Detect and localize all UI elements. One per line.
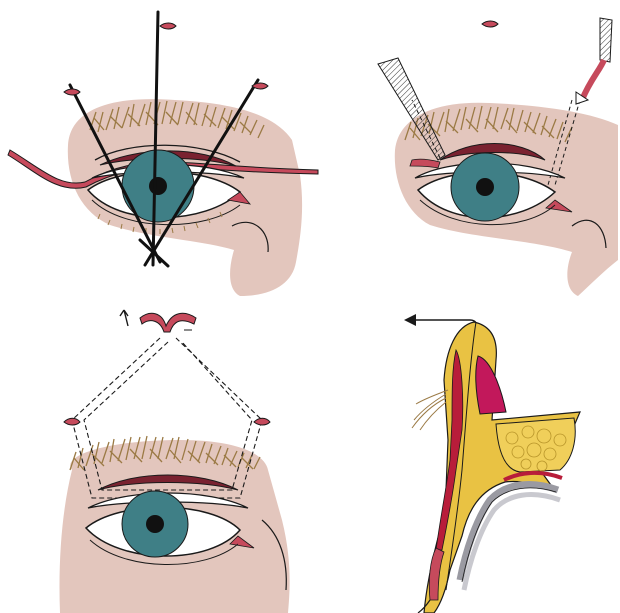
panel-3: [60, 310, 290, 613]
suture-knot: [120, 310, 196, 332]
panel-1: [8, 12, 318, 296]
brow-hairs: [412, 390, 448, 430]
incision-marks: [64, 23, 268, 95]
panel-4: [404, 314, 580, 613]
suture-thread-red: [582, 60, 604, 100]
left-arrow-icon: [404, 314, 416, 326]
incision-mark-left: [64, 418, 80, 425]
needle-body: [600, 18, 612, 62]
incision-mark-right: [252, 83, 268, 89]
pupil: [149, 177, 167, 195]
incision-mark-right: [254, 418, 270, 425]
pupil: [476, 178, 494, 196]
pull-arrow-icon: [120, 310, 128, 326]
pupil: [146, 515, 164, 533]
incision-mark-top: [160, 23, 176, 29]
incision-mark-left: [64, 89, 80, 95]
panel-2: [378, 18, 618, 296]
incision-mark-top: [482, 21, 498, 27]
